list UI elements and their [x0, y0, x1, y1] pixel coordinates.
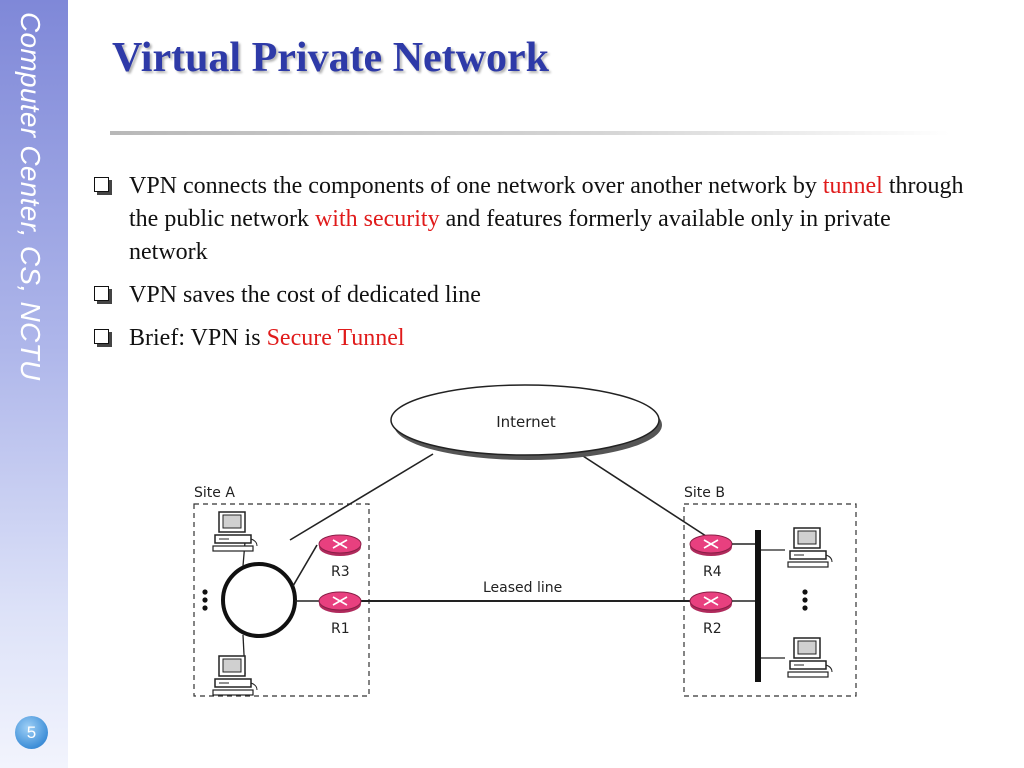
bullet-highlight: with security — [314, 206, 440, 232]
bullet-text: VPN saves the cost of dedicated line — [129, 282, 481, 308]
site-a-ring-lan — [221, 562, 297, 638]
router-r4-label: R4 — [703, 564, 722, 580]
internet-link-site-b — [582, 455, 710, 539]
bullet-item: VPN connects the components of one netwo… — [94, 170, 974, 269]
internet-label: Internet — [496, 413, 556, 431]
checkbox-bullet-icon — [94, 286, 109, 301]
bullet-item: VPN saves the cost of dedicated line — [94, 279, 974, 312]
desktop-computer-icon — [787, 637, 833, 678]
site-b-label: Site B — [684, 485, 725, 501]
vertical-ellipsis-icon — [202, 589, 208, 611]
slide-title: Virtual Private Network — [112, 35, 549, 81]
bullet-segment: and features formerly available only in … — [129, 206, 891, 265]
internet-cloud — [390, 384, 660, 456]
bullet-text: Brief: VPN is Secure Tunnel — [129, 325, 405, 351]
desktop-computer-icon — [212, 511, 258, 552]
router-icon — [318, 591, 362, 614]
title-divider — [110, 131, 950, 135]
internet-link-site-a — [289, 453, 434, 541]
desktop-computer-icon — [787, 527, 833, 568]
desktop-computer-icon — [212, 655, 258, 696]
router-r2-label: R2 — [703, 621, 722, 637]
bullet-list: VPN connects the components of one netwo… — [94, 170, 974, 365]
sidebar-org-label: Computer Center, CS, NCTU — [15, 12, 46, 381]
router-r1-label: R1 — [331, 621, 350, 637]
bullet-segment: VPN saves the cost of dedicated line — [129, 282, 481, 308]
bullet-highlight: Secure Tunnel — [266, 325, 405, 351]
leased-line-label: Leased line — [483, 580, 562, 596]
checkbox-bullet-icon — [94, 177, 109, 192]
bullet-highlight: tunnel — [822, 173, 883, 199]
bullet-item: Brief: VPN is Secure Tunnel — [94, 322, 974, 355]
router-icon — [318, 534, 362, 557]
router-icon — [689, 534, 733, 557]
router-icon — [689, 591, 733, 614]
sidebar: Computer Center, CS, NCTU 5 — [0, 0, 68, 768]
bullet-segment: VPN connects the components of one netwo… — [129, 173, 823, 199]
vertical-ellipsis-icon — [802, 589, 808, 611]
router-r3-label: R3 — [331, 564, 350, 580]
checkbox-bullet-icon — [94, 329, 109, 344]
bullet-segment: through the public network — [129, 173, 964, 232]
bullet-text: VPN connects the components of one netwo… — [129, 173, 964, 265]
site-a-label: Site A — [194, 485, 235, 501]
bullet-segment: Brief: VPN is — [129, 325, 267, 351]
page-number-badge: 5 — [15, 716, 48, 749]
vpn-network-diagram: Site A Site B Leased line Internet R3 R1… — [193, 384, 857, 697]
